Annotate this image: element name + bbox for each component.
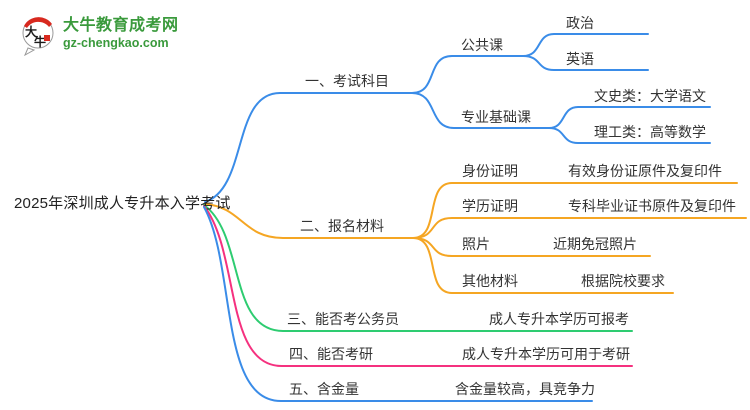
value-education-proof: 专科毕业证书原件及复印件 xyxy=(568,198,736,214)
line-education-proof xyxy=(412,217,747,239)
line-science xyxy=(548,127,711,144)
line-liberal-arts xyxy=(548,106,711,129)
node-politics: 政治 xyxy=(566,15,594,31)
node-photo: 照片 xyxy=(462,236,490,252)
node-public-courses: 公共课 xyxy=(461,37,503,53)
site-name: 大牛教育成考网 xyxy=(63,17,179,34)
daniu-logo-icon: 大 牛 xyxy=(22,17,54,56)
node-gold-content: 五、含金量 xyxy=(289,381,359,397)
root-node: 2025年深圳成人专升本入学考试 xyxy=(14,195,231,212)
line-gold-content xyxy=(203,206,593,402)
logo-icon-char2: 牛 xyxy=(34,34,46,49)
node-civil-servant: 三、能否考公务员 xyxy=(287,311,399,327)
line-materials-trunk xyxy=(204,203,414,239)
logo-red-cap xyxy=(24,17,52,28)
node-identity-proof: 身份证明 xyxy=(462,163,518,179)
line-public-courses xyxy=(411,55,524,94)
node-education-proof: 学历证明 xyxy=(462,198,518,214)
site-url: gz-chengkao.com xyxy=(63,36,169,50)
line-identity-proof xyxy=(412,182,738,239)
line-postgraduate xyxy=(203,205,633,367)
site-logo: 大 牛 大牛教育成考网 gz-chengkao.com xyxy=(20,14,179,56)
node-science-math: 理工类：高等数学 xyxy=(594,124,706,140)
speech-bubble-tail xyxy=(24,47,36,56)
line-major-basic-courses xyxy=(411,92,550,129)
value-identity-proof: 有效身份证原件及复印件 xyxy=(568,163,722,179)
logo-text: 大牛教育成考网 gz-chengkao.com xyxy=(63,14,179,51)
node-major-basic-courses: 专业基础课 xyxy=(461,109,531,125)
logo-seal xyxy=(44,35,50,41)
node-application-materials: 二、报名材料 xyxy=(300,218,384,234)
node-english: 英语 xyxy=(566,51,594,67)
value-civil-servant: 成人专升本学历可报考 xyxy=(489,311,629,327)
line-politics xyxy=(522,33,649,57)
value-postgraduate: 成人专升本学历可用于考研 xyxy=(462,346,630,362)
line-exam-subjects-trunk xyxy=(204,92,413,203)
line-other-materials xyxy=(412,237,674,294)
node-other-materials: 其他材料 xyxy=(462,273,518,289)
line-civil-servant xyxy=(203,204,633,332)
value-photo: 近期免冠照片 xyxy=(553,236,637,252)
value-gold-content: 含金量较高，具竞争力 xyxy=(455,381,595,397)
value-other-materials: 根据院校要求 xyxy=(581,273,665,289)
node-liberal-arts-chinese: 文史类：大学语文 xyxy=(594,88,706,104)
logo-icon-char1: 大 xyxy=(25,24,37,39)
node-postgraduate: 四、能否考研 xyxy=(289,346,373,362)
node-exam-subjects: 一、考试科目 xyxy=(305,73,389,89)
line-english xyxy=(522,55,649,71)
